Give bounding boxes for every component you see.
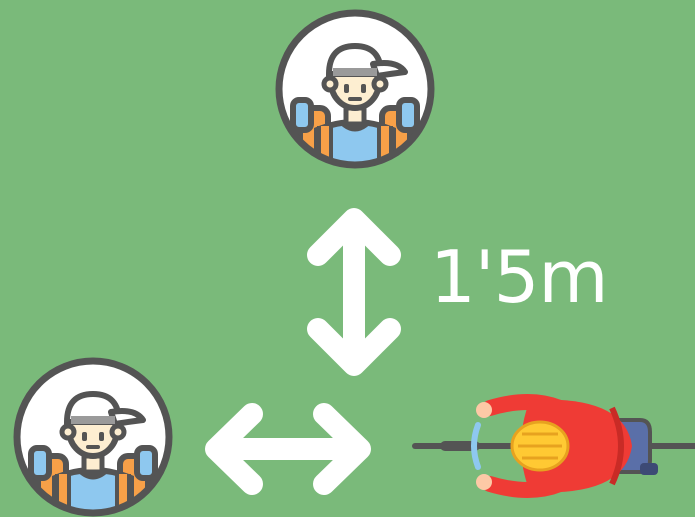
hiker-bottom-avatar [17,361,169,517]
distance-label: 1'5m [430,232,608,322]
